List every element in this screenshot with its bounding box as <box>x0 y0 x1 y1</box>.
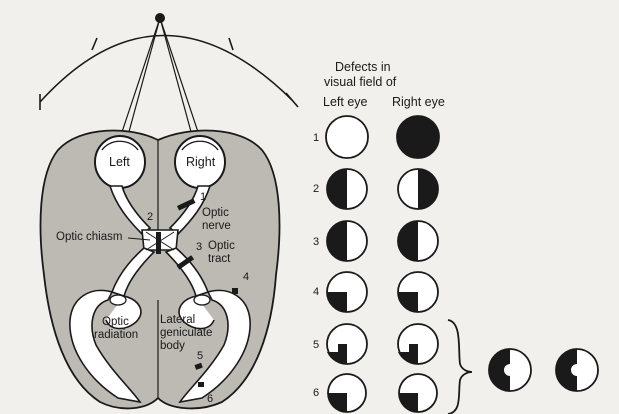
field-row2-left <box>327 169 367 209</box>
row-number-1: 1 <box>313 132 319 144</box>
lesion-number-4: 4 <box>243 271 249 283</box>
column-right-eye: Right eye <box>392 95 445 109</box>
label-optic-chiasm: Optic chiasm <box>56 231 122 243</box>
field-row4-left <box>327 272 367 312</box>
row-number-5: 5 <box>313 339 319 351</box>
lateral-geniculate-right <box>194 295 210 305</box>
row-number-3: 3 <box>313 236 319 248</box>
label-optic-nerve-1: Optic <box>202 207 229 219</box>
field-row5-left <box>327 324 367 364</box>
label-optic-radiation-2: radiation <box>94 329 138 341</box>
lesion-6-marker <box>198 382 204 387</box>
eye-label-left: Left <box>109 155 130 169</box>
field-row4-right <box>398 272 438 312</box>
lesion-4-marker <box>232 288 238 294</box>
field-row2-right <box>398 169 438 209</box>
eye-label-right: Right <box>186 155 216 169</box>
field-row3-right <box>398 221 438 261</box>
field-row1-left <box>326 116 368 158</box>
label-lgb-2: geniculate <box>160 327 212 339</box>
lesion-number-3: 3 <box>196 241 202 253</box>
label-optic-tract-2: tract <box>208 253 231 265</box>
lesion-number-5: 5 <box>197 350 203 362</box>
label-optic-tract-1: Optic <box>208 240 235 252</box>
lesion-number-6: 6 <box>207 393 213 405</box>
row-number-4: 4 <box>313 286 319 298</box>
label-optic-radiation-1: Optic <box>102 316 129 328</box>
lateral-geniculate-left <box>110 295 126 305</box>
row-number-6: 6 <box>313 387 319 399</box>
brace <box>448 320 472 414</box>
label-optic-nerve-2: nerve <box>202 220 231 232</box>
label-lgb-3: body <box>160 340 185 352</box>
row-number-2: 2 <box>313 183 319 195</box>
defects-heading-line1: Defects in <box>335 60 391 74</box>
field-row5-right <box>398 324 438 364</box>
column-left-eye: Left eye <box>323 95 368 109</box>
field-row3-left <box>327 221 367 261</box>
brain-outline <box>41 131 280 409</box>
field-combined-right <box>556 349 598 391</box>
lesion-number-1: 1 <box>200 191 206 203</box>
field-row1-right <box>397 116 439 158</box>
field-row6-right <box>399 374 437 412</box>
lesion-2-marker <box>156 232 161 254</box>
field-combined-left <box>489 349 531 391</box>
label-lgb-1: Lateral <box>160 314 195 326</box>
field-row6-left <box>328 374 366 412</box>
lesion-number-2: 2 <box>147 211 153 223</box>
defects-heading-line2: visual field of <box>324 75 397 89</box>
